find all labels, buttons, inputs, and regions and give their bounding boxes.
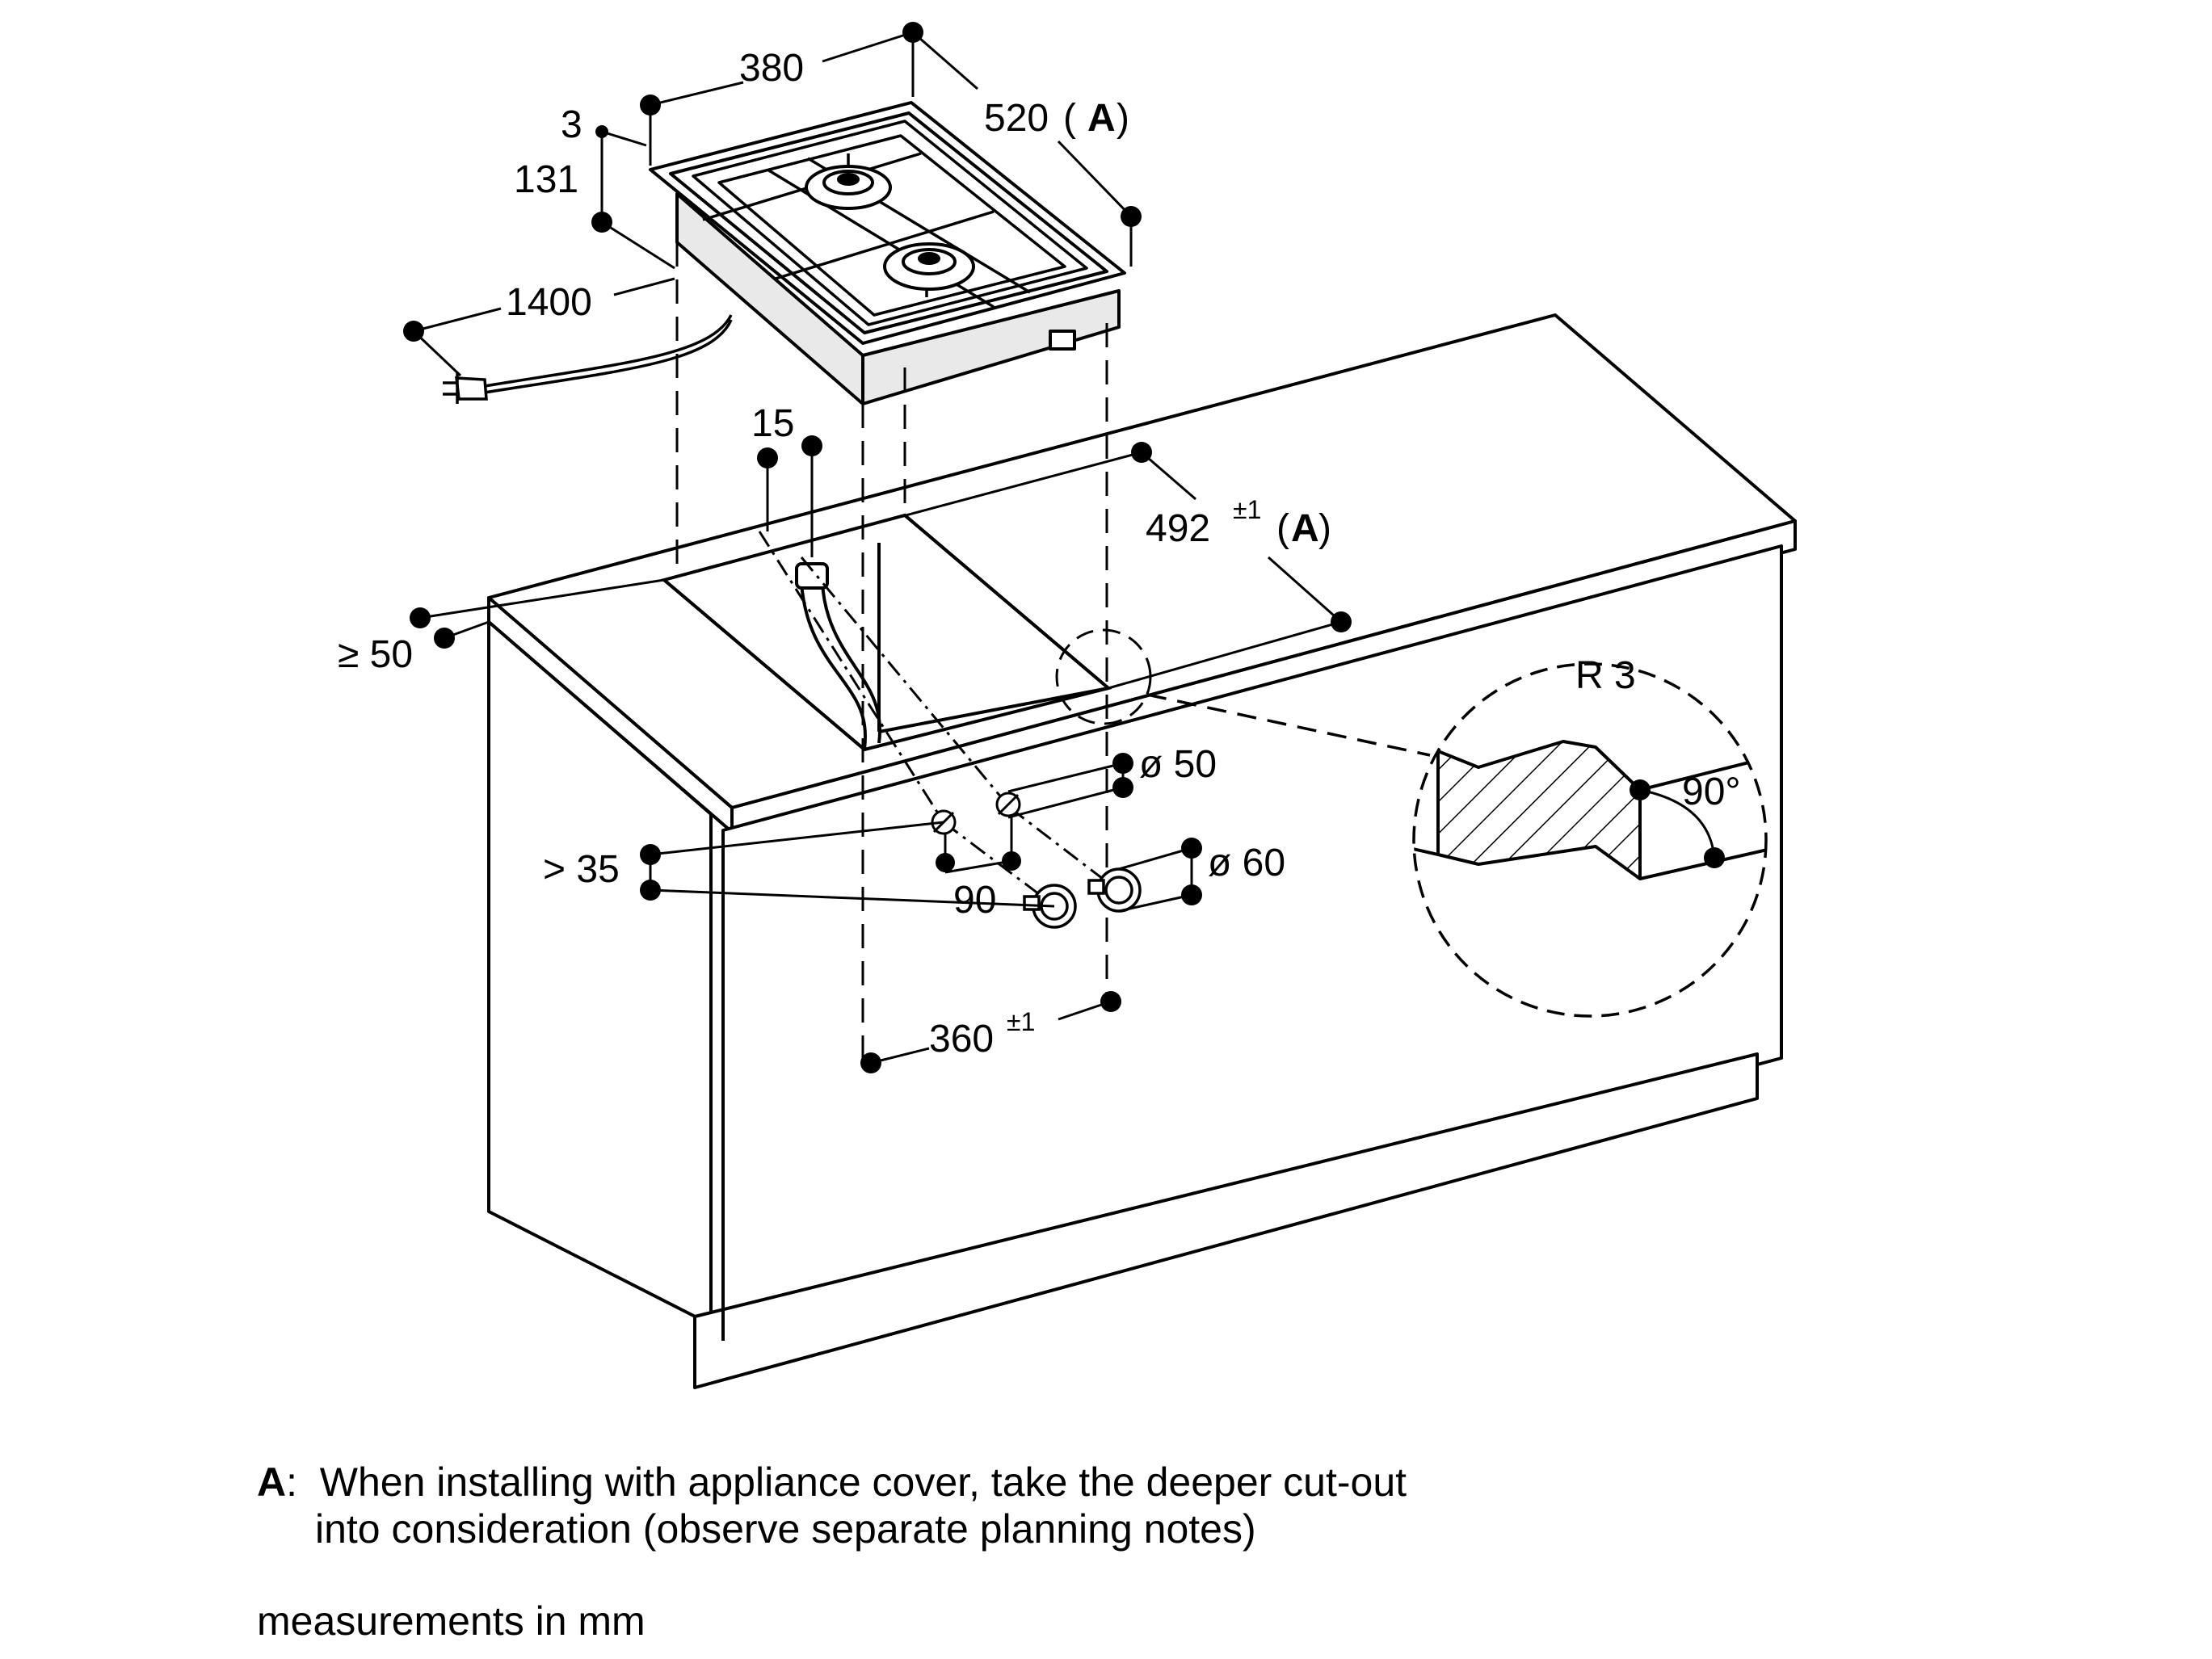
footnote-a-key: A	[257, 1460, 287, 1505]
svg-text:): )	[1117, 97, 1129, 140]
label-492-tol: ±1	[1233, 495, 1261, 524]
edge-detail	[1055, 628, 1768, 1018]
units-note: measurements in mm	[257, 1598, 646, 1644]
footnote-a-line2: into consideration (observe separate pla…	[315, 1506, 1256, 1552]
label-360: 360	[929, 1018, 994, 1060]
svg-text:(: (	[1063, 97, 1076, 140]
worktop-front-edge	[730, 519, 1797, 834]
dimension-labels: 380 520 ( A ) 3 131 1400 15 492 ±1 ( A )…	[338, 47, 1741, 1060]
units-text: measurements in mm	[257, 1598, 646, 1644]
label-front-50: ≥ 50	[338, 633, 413, 676]
label-360-tol: ±1	[1007, 1007, 1035, 1036]
hob-box-front	[861, 289, 1121, 405]
svg-text:): )	[1318, 507, 1331, 550]
gas-hose	[795, 562, 881, 750]
svg-text:(: (	[1276, 507, 1289, 550]
label-edge-35: > 35	[543, 848, 620, 891]
footnote-a-cont: into consideration (observe separate pla…	[315, 1506, 1256, 1552]
label-hole-50: ø 50	[1139, 743, 1217, 786]
plug-icon	[443, 373, 488, 404]
footnote-a-line1: When installing with appliance cover, ta…	[319, 1460, 1407, 1505]
dimension-markers	[403, 22, 1352, 1073]
label-angle: 90°	[1682, 771, 1741, 813]
label-hole-60: ø 60	[1208, 842, 1285, 884]
power-cable	[484, 314, 733, 394]
label-radius: R 3	[1575, 654, 1636, 697]
label-492: 492	[1146, 507, 1210, 550]
worktop-section	[1436, 740, 1642, 880]
label-492-ref: A	[1291, 507, 1319, 550]
label-131: 131	[514, 158, 578, 201]
label-380: 380	[739, 47, 804, 90]
label-520-ref: A	[1087, 97, 1116, 140]
label-3: 3	[561, 103, 582, 146]
centre-lines	[758, 531, 1114, 898]
footnote-a: A: When installing with appliance cover,…	[257, 1460, 1407, 1505]
label-spacing-90: 90	[953, 879, 996, 922]
label-15: 15	[751, 402, 794, 445]
plinth	[693, 1052, 1759, 1389]
label-1400: 1400	[506, 281, 592, 324]
label-520: 520	[984, 97, 1049, 140]
hob	[649, 101, 1126, 405]
